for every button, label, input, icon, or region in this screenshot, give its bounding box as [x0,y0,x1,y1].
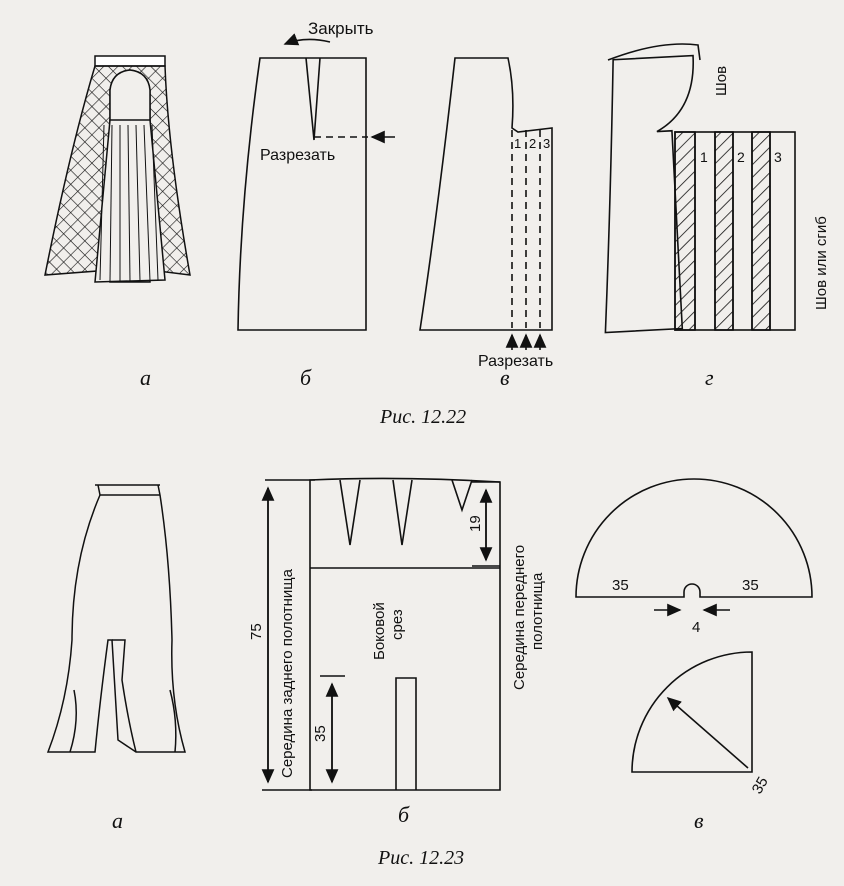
seam-label: Шов [713,66,730,96]
semi-right-dim: 35 [742,577,759,594]
seam-fold-label: Шов или сгиб [813,216,830,310]
circle-pieces-v [575,478,813,773]
pattern-b [237,33,395,331]
semi-left-dim: 35 [612,577,629,594]
caption-12-22: Рис. 12.22 [379,406,466,428]
sublabel-v2: в [694,808,704,833]
cut-label-v: Разрезать [478,353,553,370]
sublabel-b2: б [398,802,410,827]
back-center-label: Середина заднего полотнища [279,568,296,778]
strip-num-g3: 3 [774,149,782,165]
pattern-b2 [261,477,501,791]
sublabel-b1: б [300,365,312,390]
sublabel-v1: в [500,365,510,390]
strip-num-v2: 2 [529,136,536,151]
strip-num-g1: 1 [700,149,708,165]
front-center-label-2: полотнища [529,572,546,650]
quarter-radius-dim: 35 [749,774,772,797]
semi-gap-dim: 4 [692,619,700,636]
dim-75: 75 [248,623,265,640]
strip-num-v1: 1 [514,136,521,151]
close-label: Закрыть [308,19,374,38]
pattern-v [419,57,553,350]
skirt-drawing-a [44,55,191,283]
cut-label-b: Разрезать [260,147,335,164]
sublabel-a1: а [140,365,151,390]
sublabel-a2: а [112,808,123,833]
pattern-g [604,43,796,334]
strip-num-v3: 3 [543,136,550,151]
side-seam-label-2: срез [389,609,406,640]
dim-35: 35 [312,725,329,742]
front-center-label-1: Середина переднего [511,545,528,690]
caption-12-23: Рис. 12.23 [377,847,464,869]
side-seam-label-1: Боковой [371,602,388,660]
skirt-drawing-a2 [46,484,186,753]
dim-19: 19 [467,515,484,532]
strip-num-g2: 2 [737,149,745,165]
sublabel-g1: г [705,365,714,390]
